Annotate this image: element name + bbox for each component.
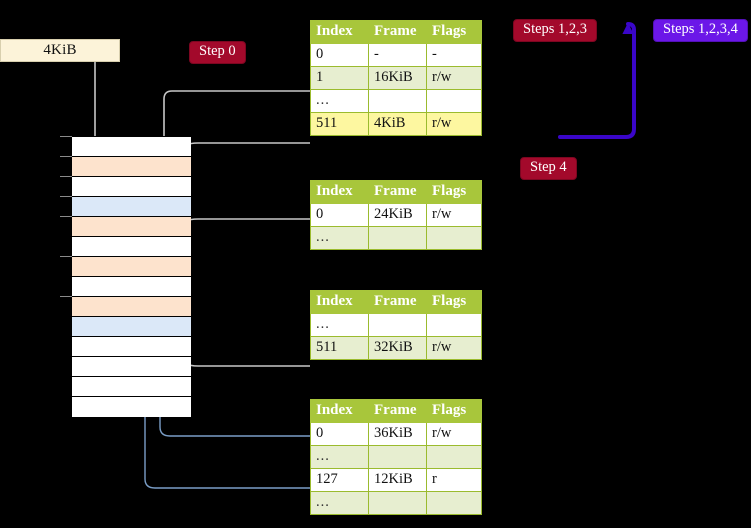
cell-frame: 4KiB [368, 112, 427, 136]
cell-frame [368, 89, 427, 113]
table-header-row: Index Frame Flags [310, 180, 482, 204]
cell-index: ... [310, 226, 369, 250]
memory-tick [60, 256, 72, 257]
cell-flags [426, 445, 482, 469]
cell-index: 0 [310, 422, 369, 446]
cell-frame [368, 226, 427, 250]
table-row: ... [310, 313, 482, 337]
cell-frame: - [368, 43, 427, 67]
column-header-frame: Frame [368, 180, 427, 204]
memory-tick [60, 196, 72, 197]
column-header-frame: Frame [368, 290, 427, 314]
wire-memory-hook-a [181, 142, 310, 156]
table-row: 0 36KiB r/w [310, 422, 482, 446]
cell-frame [368, 491, 427, 515]
step-label-steps-1234: Steps 1,2,3,4 [653, 19, 748, 42]
cell-frame: 12KiB [368, 468, 427, 492]
cell-frame: 36KiB [368, 422, 427, 446]
memory-row [72, 337, 191, 357]
table-header-row: Index Frame Flags [310, 399, 482, 423]
memory-row [72, 157, 191, 177]
page-table-level-3: Index Frame Flags 0 36KiB r/w ... 127 12… [310, 399, 482, 515]
cell-index: ... [310, 445, 369, 469]
cell-flags [426, 491, 482, 515]
column-header-frame: Frame [368, 399, 427, 423]
memory-row [72, 377, 191, 397]
page-table-level-2: Index Frame Flags ... 511 32KiB r/w [310, 290, 482, 360]
memory-tick [60, 176, 72, 177]
memory-row [72, 177, 191, 197]
cell-index: 127 [310, 468, 369, 492]
frame-size-label: 4KiB [0, 39, 120, 62]
cell-flags: r/w [426, 422, 482, 446]
cell-index: 1 [310, 66, 369, 90]
step-label-step-0: Step 0 [189, 41, 246, 64]
cell-flags [426, 226, 482, 250]
page-table-level-0: Index Frame Flags 0 - - 1 16KiB r/w ... [310, 20, 482, 136]
cell-flags: r [426, 468, 482, 492]
column-header-flags: Flags [426, 180, 482, 204]
memory-row [72, 217, 191, 237]
column-header-flags: Flags [426, 290, 482, 314]
table-row: 0 - - [310, 43, 482, 67]
table-header-row: Index Frame Flags [310, 20, 482, 44]
cell-flags: r/w [426, 203, 482, 227]
frame-size-text: 4KiB [43, 42, 77, 58]
cell-frame: 24KiB [368, 203, 427, 227]
memory-tick [60, 296, 72, 297]
memory-tick [60, 136, 72, 137]
memory-row [72, 237, 191, 257]
column-header-frame: Frame [368, 20, 427, 44]
cell-frame [368, 313, 427, 337]
column-header-index: Index [310, 399, 369, 423]
memory-row [72, 257, 191, 277]
cell-index: 511 [310, 336, 369, 360]
memory-row [72, 317, 191, 337]
memory-row [72, 397, 191, 417]
column-header-flags: Flags [426, 399, 482, 423]
cell-flags [426, 89, 482, 113]
cell-index: 0 [310, 203, 369, 227]
table-row: ... [310, 226, 482, 250]
cell-flags [426, 313, 482, 337]
memory-row [72, 297, 191, 317]
table-row: 127 12KiB r [310, 468, 482, 492]
cell-frame [368, 445, 427, 469]
table-row: ... [310, 445, 482, 469]
column-header-flags: Flags [426, 20, 482, 44]
table-header-row: Index Frame Flags [310, 290, 482, 314]
memory-tick [60, 216, 72, 217]
memory-tick [60, 156, 72, 157]
wire-table1-to-memory [181, 218, 310, 260]
cell-index: 511 [310, 112, 369, 136]
cell-flags: r/w [426, 336, 482, 360]
memory-row [72, 137, 191, 157]
table-row: ... [310, 491, 482, 515]
table-row: ... [310, 89, 482, 113]
physical-memory-column [71, 136, 191, 417]
cell-frame: 16KiB [368, 66, 427, 90]
column-header-index: Index [310, 290, 369, 314]
page-table-level-1: Index Frame Flags 0 24KiB r/w ... [310, 180, 482, 250]
cell-index: ... [310, 491, 369, 515]
cell-flags: - [426, 43, 482, 67]
table-row: 511 32KiB r/w [310, 336, 482, 360]
memory-row [72, 277, 191, 297]
table-row: 511 4KiB r/w [310, 112, 482, 136]
cell-frame: 32KiB [368, 336, 427, 360]
step-label-steps-123: Steps 1,2,3 [513, 19, 598, 42]
cell-index: ... [310, 313, 369, 337]
table-row: 0 24KiB r/w [310, 203, 482, 227]
cell-flags: r/w [426, 112, 482, 136]
table-row: 1 16KiB r/w [310, 66, 482, 90]
cell-index: ... [310, 89, 369, 113]
step-label-step-4: Step 4 [520, 157, 577, 180]
memory-row [72, 357, 191, 377]
wire-table2-to-memory [174, 318, 310, 367]
column-header-index: Index [310, 20, 369, 44]
cell-flags: r/w [426, 66, 482, 90]
memory-row [72, 197, 191, 217]
column-header-index: Index [310, 180, 369, 204]
cell-index: 0 [310, 43, 369, 67]
